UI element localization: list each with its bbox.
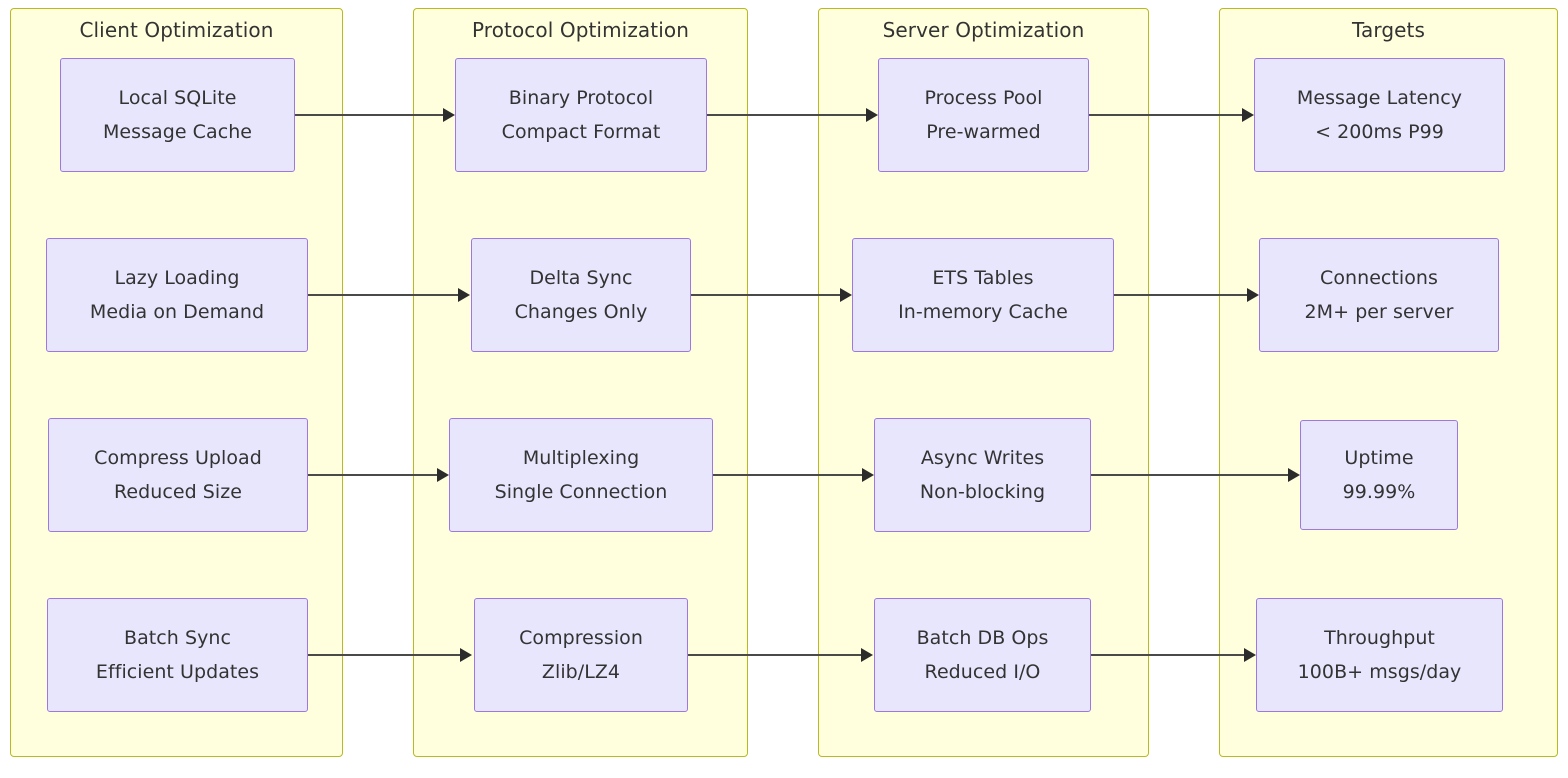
node-line-1: Connections — [1320, 267, 1438, 289]
node-line-2: Changes Only — [514, 301, 648, 323]
node-line-1: Batch DB Ops — [916, 627, 1049, 649]
node-throughput[interactable]: Throughput 100B+ msgs/day — [1256, 598, 1503, 712]
edge-p3-s3 — [713, 474, 868, 476]
edge-c1-p1 — [295, 114, 452, 116]
edge-arrow-c3-p3 — [437, 468, 449, 482]
edge-arrow-s3-t3 — [1288, 468, 1300, 482]
node-compress-upload[interactable]: Compress Upload Reduced Size — [48, 418, 308, 532]
node-lazy-loading[interactable]: Lazy Loading Media on Demand — [46, 238, 308, 352]
node-compression[interactable]: Compression Zlib/LZ4 — [474, 598, 688, 712]
cluster-title-targets: Targets — [1352, 18, 1425, 42]
node-uptime[interactable]: Uptime 99.99% — [1300, 420, 1458, 530]
node-batch-sync[interactable]: Batch Sync Efficient Updates — [47, 598, 308, 712]
node-line-1: Message Latency — [1296, 87, 1463, 109]
edge-arrow-c1-p1 — [443, 108, 455, 122]
node-line-2: Non-blocking — [919, 481, 1046, 503]
node-multiplexing[interactable]: Multiplexing Single Connection — [449, 418, 713, 532]
cluster-title-server: Server Optimization — [882, 18, 1085, 42]
node-line-1: Multiplexing — [522, 447, 640, 469]
node-async-writes[interactable]: Async Writes Non-blocking — [874, 418, 1091, 532]
node-local-sqlite[interactable]: Local SQLite Message Cache — [60, 58, 295, 172]
node-line-1: Delta Sync — [529, 267, 633, 289]
node-line-2: Reduced Size — [114, 481, 242, 503]
node-line-2: 2M+ per server — [1304, 301, 1454, 323]
node-line-1: Local SQLite — [118, 87, 237, 109]
node-batch-db-ops[interactable]: Batch DB Ops Reduced I/O — [874, 598, 1091, 712]
cluster-title-protocol: Protocol Optimization — [472, 18, 689, 42]
edge-p4-s4 — [688, 654, 867, 656]
node-line-2: Efficient Updates — [95, 661, 260, 683]
edge-arrow-p2-s2 — [840, 288, 852, 302]
edge-p1-s1 — [707, 114, 872, 116]
node-line-1: Async Writes — [920, 447, 1045, 469]
node-line-1: Binary Protocol — [508, 87, 654, 109]
node-line-2: Message Cache — [102, 121, 253, 143]
edge-s3-t3 — [1091, 474, 1294, 476]
node-line-1: Uptime — [1344, 447, 1414, 469]
edge-c4-p4 — [308, 654, 466, 656]
edge-arrow-p1-s1 — [866, 108, 878, 122]
node-line-2: 99.99% — [1342, 481, 1416, 503]
node-message-latency[interactable]: Message Latency < 200ms P99 — [1254, 58, 1505, 172]
edge-s1-t1 — [1089, 114, 1248, 116]
node-line-2: < 200ms P99 — [1315, 121, 1444, 143]
edge-arrow-p4-s4 — [861, 648, 873, 662]
node-line-2: Single Connection — [494, 481, 668, 503]
node-line-1: Batch Sync — [124, 627, 231, 649]
node-line-1: Throughput — [1324, 627, 1435, 649]
cluster-title-client: Client Optimization — [79, 18, 274, 42]
edge-p2-s2 — [691, 294, 846, 296]
edge-arrow-c4-p4 — [460, 648, 472, 662]
node-line-2: In-memory Cache — [898, 301, 1068, 323]
node-line-1: Process Pool — [924, 87, 1043, 109]
node-line-2: Media on Demand — [89, 301, 265, 323]
node-binary-protocol[interactable]: Binary Protocol Compact Format — [455, 58, 707, 172]
node-line-1: Compress Upload — [94, 447, 262, 469]
node-line-2: Pre-warmed — [926, 121, 1041, 143]
node-line-1: Compression — [519, 627, 643, 649]
node-line-2: Reduced I/O — [924, 661, 1041, 683]
node-line-1: Lazy Loading — [114, 267, 240, 289]
edge-arrow-s4-t4 — [1244, 648, 1256, 662]
node-line-2: Compact Format — [501, 121, 661, 143]
node-ets-tables[interactable]: ETS Tables In-memory Cache — [852, 238, 1114, 352]
edge-arrow-s1-t1 — [1242, 108, 1254, 122]
edge-s2-t2 — [1114, 294, 1253, 296]
node-line-1: ETS Tables — [932, 267, 1034, 289]
edge-arrow-p3-s3 — [862, 468, 874, 482]
node-connections[interactable]: Connections 2M+ per server — [1259, 238, 1499, 352]
edge-c3-p3 — [308, 474, 443, 476]
edge-c2-p2 — [308, 294, 464, 296]
edge-arrow-s2-t2 — [1247, 288, 1259, 302]
node-line-2: Zlib/LZ4 — [541, 661, 621, 683]
node-line-2: 100B+ msgs/day — [1297, 661, 1462, 683]
node-process-pool[interactable]: Process Pool Pre-warmed — [878, 58, 1089, 172]
edge-arrow-c2-p2 — [458, 288, 470, 302]
edge-s4-t4 — [1091, 654, 1250, 656]
node-delta-sync[interactable]: Delta Sync Changes Only — [471, 238, 691, 352]
